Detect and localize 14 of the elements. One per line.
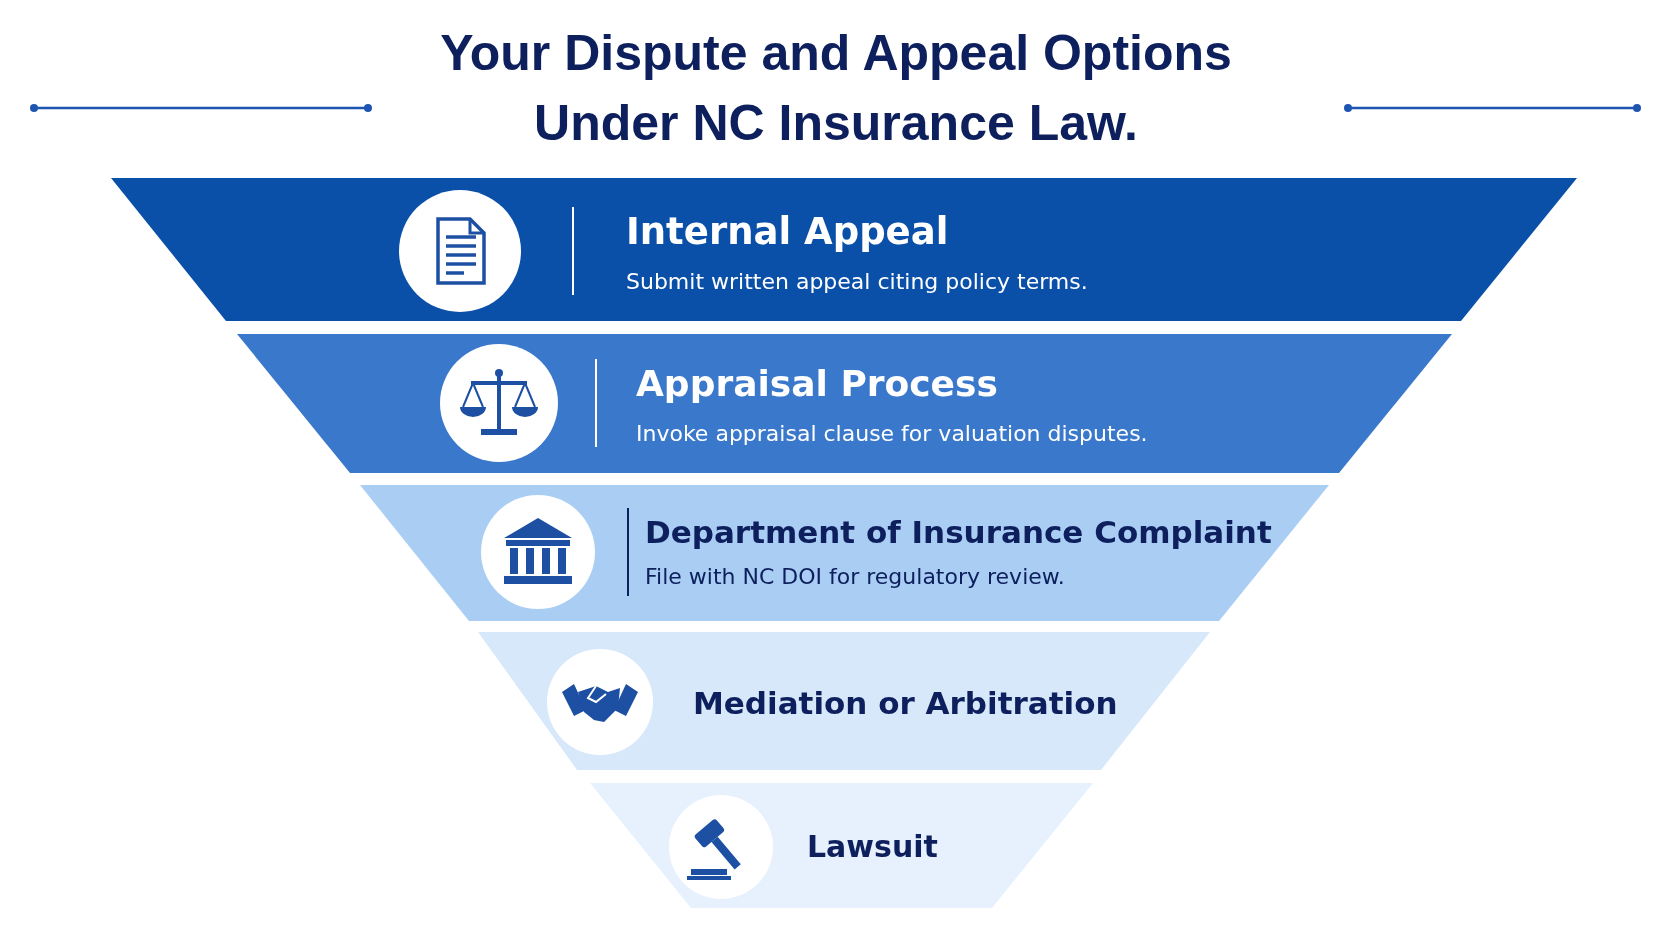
band-heading: Mediation or Arbitration <box>693 685 1118 723</box>
band-heading: Appraisal Process <box>636 362 998 406</box>
funnel-band <box>111 178 1577 321</box>
funnel-band <box>360 485 1329 621</box>
band-description: Invoke appraisal clause for valuation disputes. <box>636 420 1148 448</box>
band-description: Submit written appeal citing policy terms. <box>626 268 1088 296</box>
funnel-band <box>237 334 1452 473</box>
funnel-band <box>590 783 1093 908</box>
band-heading: Lawsuit <box>807 829 938 865</box>
title: Your Dispute and Appeal Options Under NC Insurance Law. <box>439 24 1233 153</box>
funnel-band <box>478 632 1210 770</box>
band-heading: Department of Insurance Complaint <box>645 514 1272 552</box>
band-heading: Internal Appeal <box>626 209 949 255</box>
band-description: File with NC DOI for regulatory review. <box>645 563 1065 591</box>
